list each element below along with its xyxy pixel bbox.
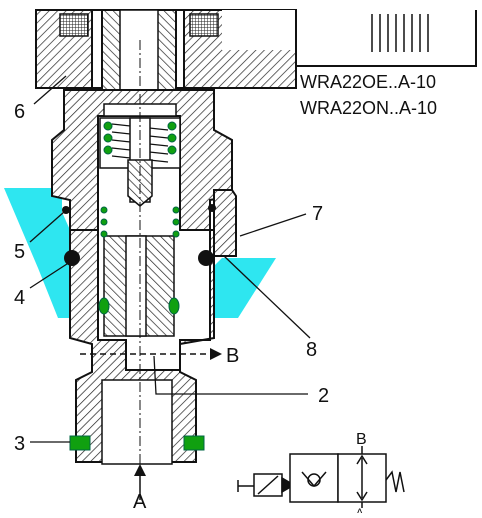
valve-body-lower [69, 229, 215, 465]
model-designation-1: WRA22OE..A-10 [300, 72, 436, 92]
callout-6: 6 [14, 101, 25, 123]
o-rings [62, 204, 216, 266]
port-a-arrow [134, 464, 146, 500]
side-housing [213, 189, 237, 257]
symbol-port-b: B [356, 431, 367, 448]
callout-3: 3 [14, 433, 25, 455]
symbol-port-a: A [356, 507, 364, 513]
hydraulic-symbol [237, 446, 405, 508]
callout-8: 8 [306, 339, 317, 361]
callout-2: 2 [318, 385, 329, 407]
callout-leaders [29, 75, 311, 443]
green-seals [69, 121, 205, 451]
fluid-area-right [214, 258, 276, 318]
port-b-arrow [80, 348, 222, 360]
port-a-label: A [133, 491, 147, 513]
port-b-label: B [226, 345, 239, 367]
connector-housing [295, 10, 477, 67]
callout-7: 7 [312, 203, 323, 225]
callout-5: 5 [14, 241, 25, 263]
model-designation-2: WRA22ON..A-10 [300, 98, 437, 118]
callout-4: 4 [14, 287, 25, 309]
